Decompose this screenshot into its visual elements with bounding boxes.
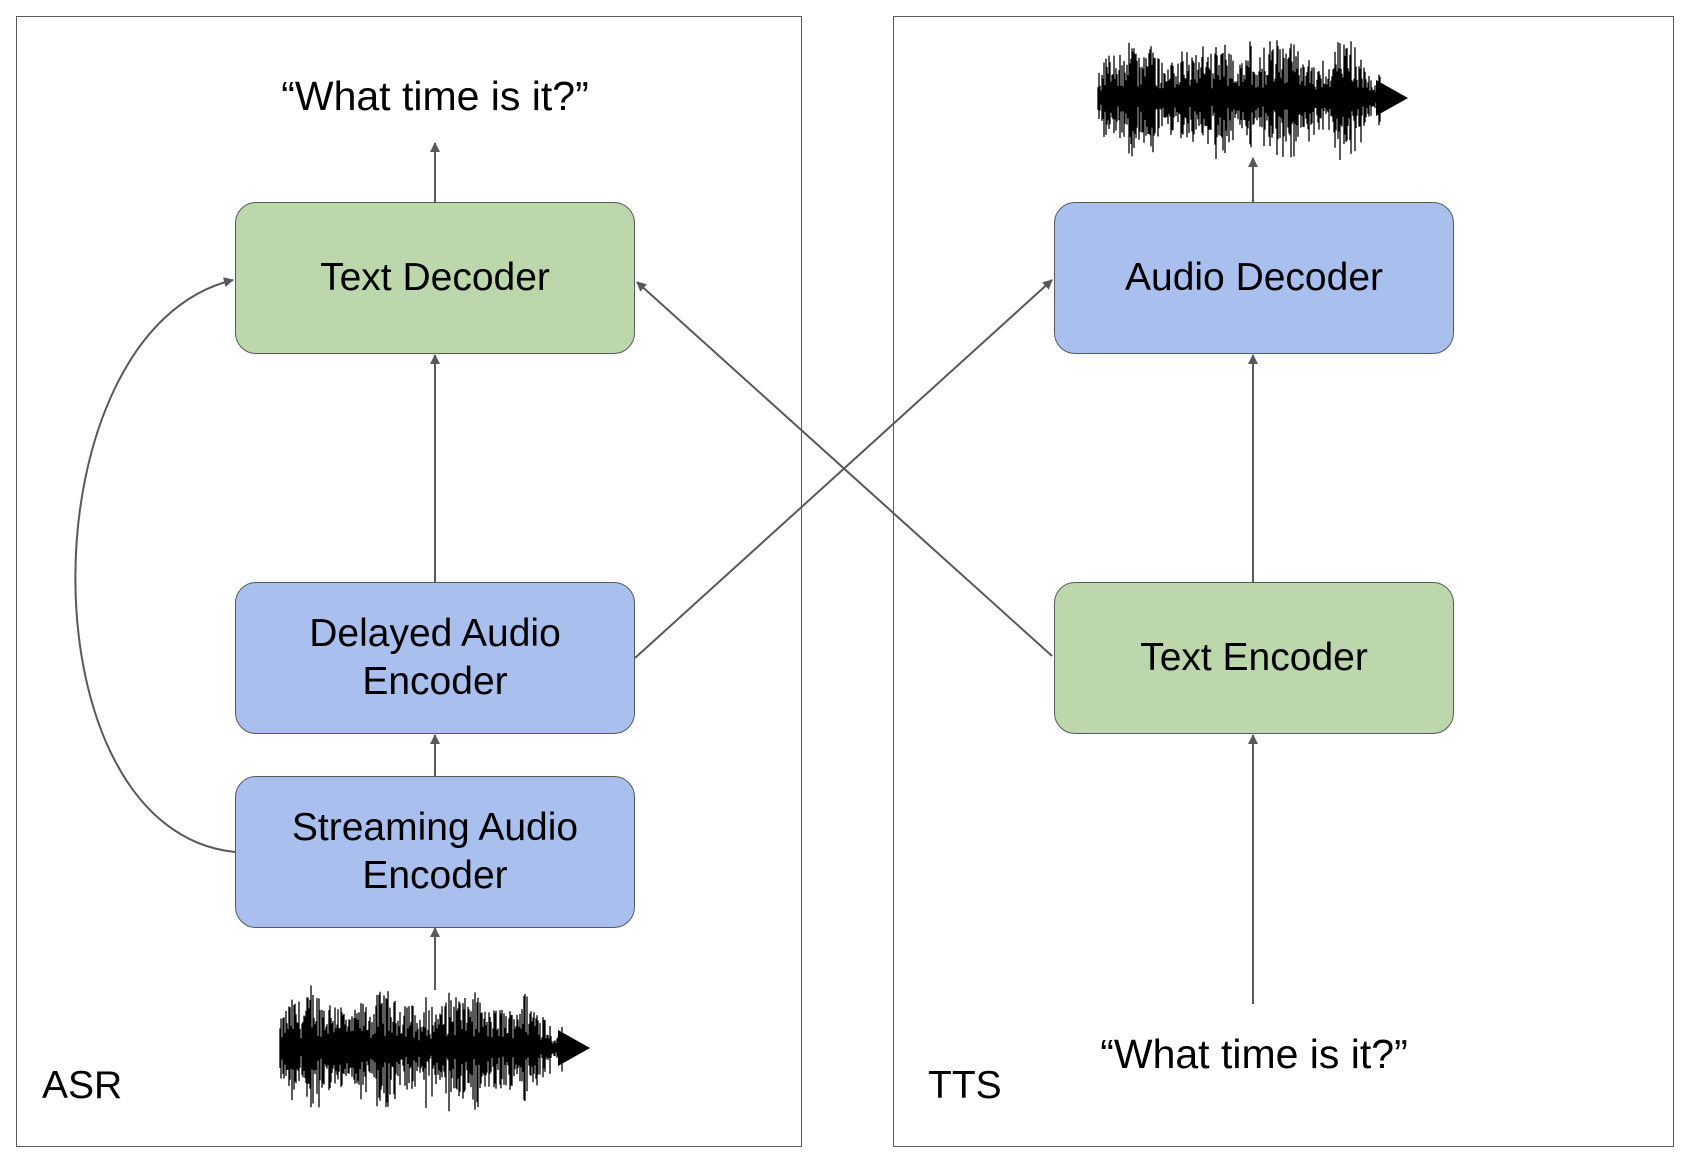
tts-input-text: “What time is it?” xyxy=(1100,1031,1408,1077)
tts-panel xyxy=(893,16,1674,1147)
text-encoder-block: Text Encoder xyxy=(1054,582,1454,734)
audio-decoder-label: Audio Decoder xyxy=(1125,256,1383,299)
arrow-text-encoder-to-text-decoder xyxy=(636,281,1053,657)
text-encoder-label: Text Encoder xyxy=(1140,636,1368,679)
waveform-tip xyxy=(1376,80,1408,116)
asr-panel-label: ASR xyxy=(42,1064,123,1107)
asr-panel xyxy=(16,16,802,1147)
waveform-trace xyxy=(1097,40,1388,160)
waveform-tip xyxy=(558,1030,590,1066)
waveform-trace xyxy=(279,985,570,1112)
streaming-audio-encoder-block: Streaming Audio Encoder xyxy=(235,776,635,928)
streaming-audio-encoder-label: Streaming Audio Encoder xyxy=(291,806,579,897)
asr-input-waveform-icon xyxy=(279,985,590,1112)
asr-output-text: “What time is it?” xyxy=(281,73,589,119)
tts-panel-label: TTS xyxy=(928,1064,1002,1107)
text-decoder-block: Text Decoder xyxy=(235,202,635,354)
arrow-streaming-encoder-skip-to-text-decoder xyxy=(74,277,236,853)
delayed-audio-encoder-block: Delayed Audio Encoder xyxy=(235,582,635,734)
delayed-audio-encoder-label: Delayed Audio Encoder xyxy=(309,612,561,703)
text-decoder-label: Text Decoder xyxy=(320,256,550,299)
tts-output-waveform-icon xyxy=(1097,40,1408,160)
audio-decoder-block: Audio Decoder xyxy=(1054,202,1454,354)
